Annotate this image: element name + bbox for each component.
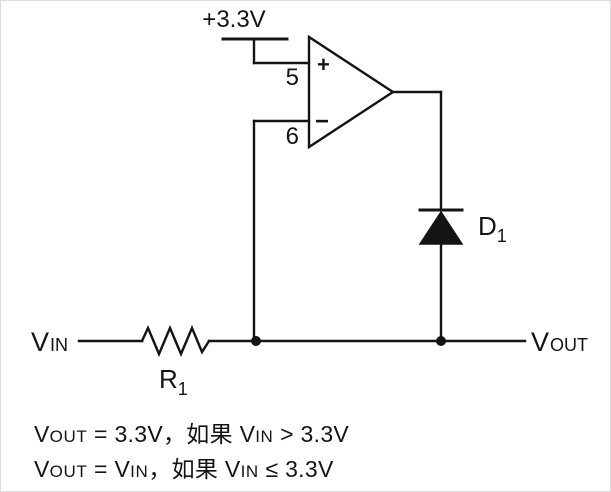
formula-line-1: VOUT = 3.3V，如果 VIN > 3.3V (34, 421, 350, 447)
diode-label: D1 (478, 211, 507, 246)
junction-dot-diode (436, 336, 446, 346)
pin-5-label: 5 (286, 64, 299, 91)
junction-dot-feedback (251, 336, 261, 346)
pin-6-label: 6 (286, 123, 299, 150)
formula-line-2: VOUT = VIN，如果 VIN ≤ 3.3V (34, 456, 334, 482)
opamp-triangle (307, 34, 396, 150)
opamp-plus-sign: + (317, 52, 330, 77)
diode-triangle (418, 210, 464, 245)
vout-label: VOUT (531, 327, 588, 357)
opamp-minus-sign: − (315, 108, 329, 135)
vin-label: VIN (31, 327, 68, 357)
schematic-svg: +3.3V + − 5 6 D1 VIN R1 (31, 6, 588, 399)
supply-label: +3.3V (202, 6, 265, 33)
resistor-label: R1 (159, 364, 188, 399)
resistor-symbol (140, 324, 211, 358)
